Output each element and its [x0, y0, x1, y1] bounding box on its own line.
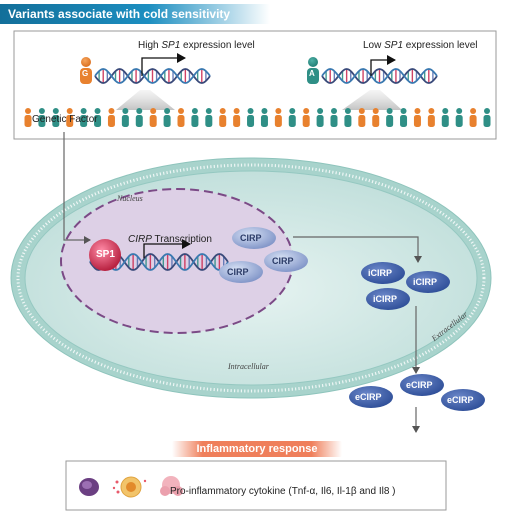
- ecirp-protein-1: [349, 386, 393, 408]
- person-figure: [400, 108, 408, 127]
- allele-g-person: [80, 57, 92, 84]
- activated-immune-cell-icon: [112, 476, 147, 498]
- person-figure: [94, 108, 102, 127]
- person-figure: [372, 108, 380, 127]
- person-figure: [52, 108, 60, 127]
- person-figure: [177, 108, 185, 127]
- icirp-label-2: iCIRP: [413, 277, 438, 287]
- person-figure: [358, 108, 366, 127]
- intracellular-label: Intracellular: [228, 362, 269, 371]
- person-figure: [483, 108, 491, 127]
- high-callout-beam: [116, 90, 175, 110]
- cirp-protein-3: [219, 261, 263, 283]
- title-text: Variants associate with cold sensitivity: [8, 7, 231, 21]
- macrophage-cell-icon: [79, 478, 99, 496]
- person-figure: [427, 108, 435, 127]
- icirp-label-1: iCIRP: [368, 268, 393, 278]
- cell-membrane-stripes: [16, 163, 486, 393]
- ecirp-protein-3: [441, 389, 485, 411]
- cirp-label-2: CIRP: [272, 256, 294, 266]
- person-figure: [163, 108, 171, 127]
- cirp-label-1: CIRP: [240, 233, 262, 243]
- low-expression-label: Low SP1 expression level: [363, 40, 478, 51]
- person-figure: [149, 108, 157, 127]
- genetic-factor-label: Genetic Factor: [32, 114, 98, 125]
- person-figure: [80, 108, 88, 127]
- person-figure: [121, 108, 129, 127]
- cirp-transcription-label: CIRP Transcription: [128, 234, 212, 245]
- person-figure: [191, 108, 199, 127]
- title-banner: Variants associate with cold sensitivity: [0, 4, 270, 24]
- transcription-arrow-high: [141, 53, 186, 76]
- icirp-label-3: iCIRP: [373, 294, 398, 304]
- ecirp-label-3: eCIRP: [447, 395, 474, 405]
- high-expression-label: High SP1 expression level: [138, 40, 255, 51]
- cytokine-label: Pro-inflammatory cytokine (Tnf-α, Il6, I…: [170, 486, 396, 497]
- person-figure: [316, 108, 324, 127]
- genetic-to-sp1-arrow: [63, 132, 91, 244]
- dna-helix-low: [321, 68, 438, 84]
- person-figure: [107, 108, 115, 127]
- person-figure: [330, 108, 338, 127]
- person-figure: [260, 108, 268, 127]
- transcription-arrow-nucleus: [143, 239, 191, 258]
- person-figure: [344, 108, 352, 127]
- person-figure: [135, 108, 143, 127]
- transcription-arrow-low: [370, 55, 396, 76]
- person-figure: [24, 108, 32, 127]
- ecirp-label-2: eCIRP: [406, 380, 433, 390]
- ecirp-label-1: eCIRP: [355, 392, 382, 402]
- person-figure: [233, 108, 241, 127]
- person-figure: [66, 108, 74, 127]
- person-figure: [386, 108, 394, 127]
- ecirp-protein-2: [400, 374, 444, 396]
- icirp-protein-3: [366, 288, 410, 310]
- person-figure: [288, 108, 296, 127]
- allele-a-label: A: [309, 69, 315, 78]
- inflammatory-response-banner: Inflammatory response: [172, 441, 342, 457]
- allele-g-label: G: [82, 69, 89, 78]
- person-figure: [441, 108, 449, 127]
- cirp-protein-2: [264, 250, 308, 272]
- person-figure: [205, 108, 213, 127]
- person-figure: [38, 108, 46, 127]
- sp1-label: SP1: [96, 249, 115, 260]
- nucleus-label: Nucleus: [117, 194, 143, 203]
- population-figures: [24, 108, 491, 127]
- sp1-protein: [89, 239, 121, 271]
- person-figure: [274, 108, 282, 127]
- cirp-label-3: CIRP: [227, 267, 249, 277]
- person-figure: [469, 108, 477, 127]
- person-figure: [413, 108, 421, 127]
- dna-helix-high: [94, 68, 211, 84]
- person-figure: [455, 108, 463, 127]
- cirp-protein-1: [232, 227, 276, 249]
- icirp-protein-1: [361, 262, 405, 284]
- granulocyte-cell-icon: [160, 476, 183, 496]
- allele-a-person: [307, 57, 319, 84]
- low-callout-beam: [342, 90, 402, 110]
- cirp-export-arrow: [293, 236, 422, 263]
- inflammatory-response-label: Inflammatory response: [196, 443, 318, 455]
- person-figure: [247, 108, 255, 127]
- person-figure: [219, 108, 227, 127]
- person-figure: [302, 108, 310, 127]
- icirp-protein-2: [406, 271, 450, 293]
